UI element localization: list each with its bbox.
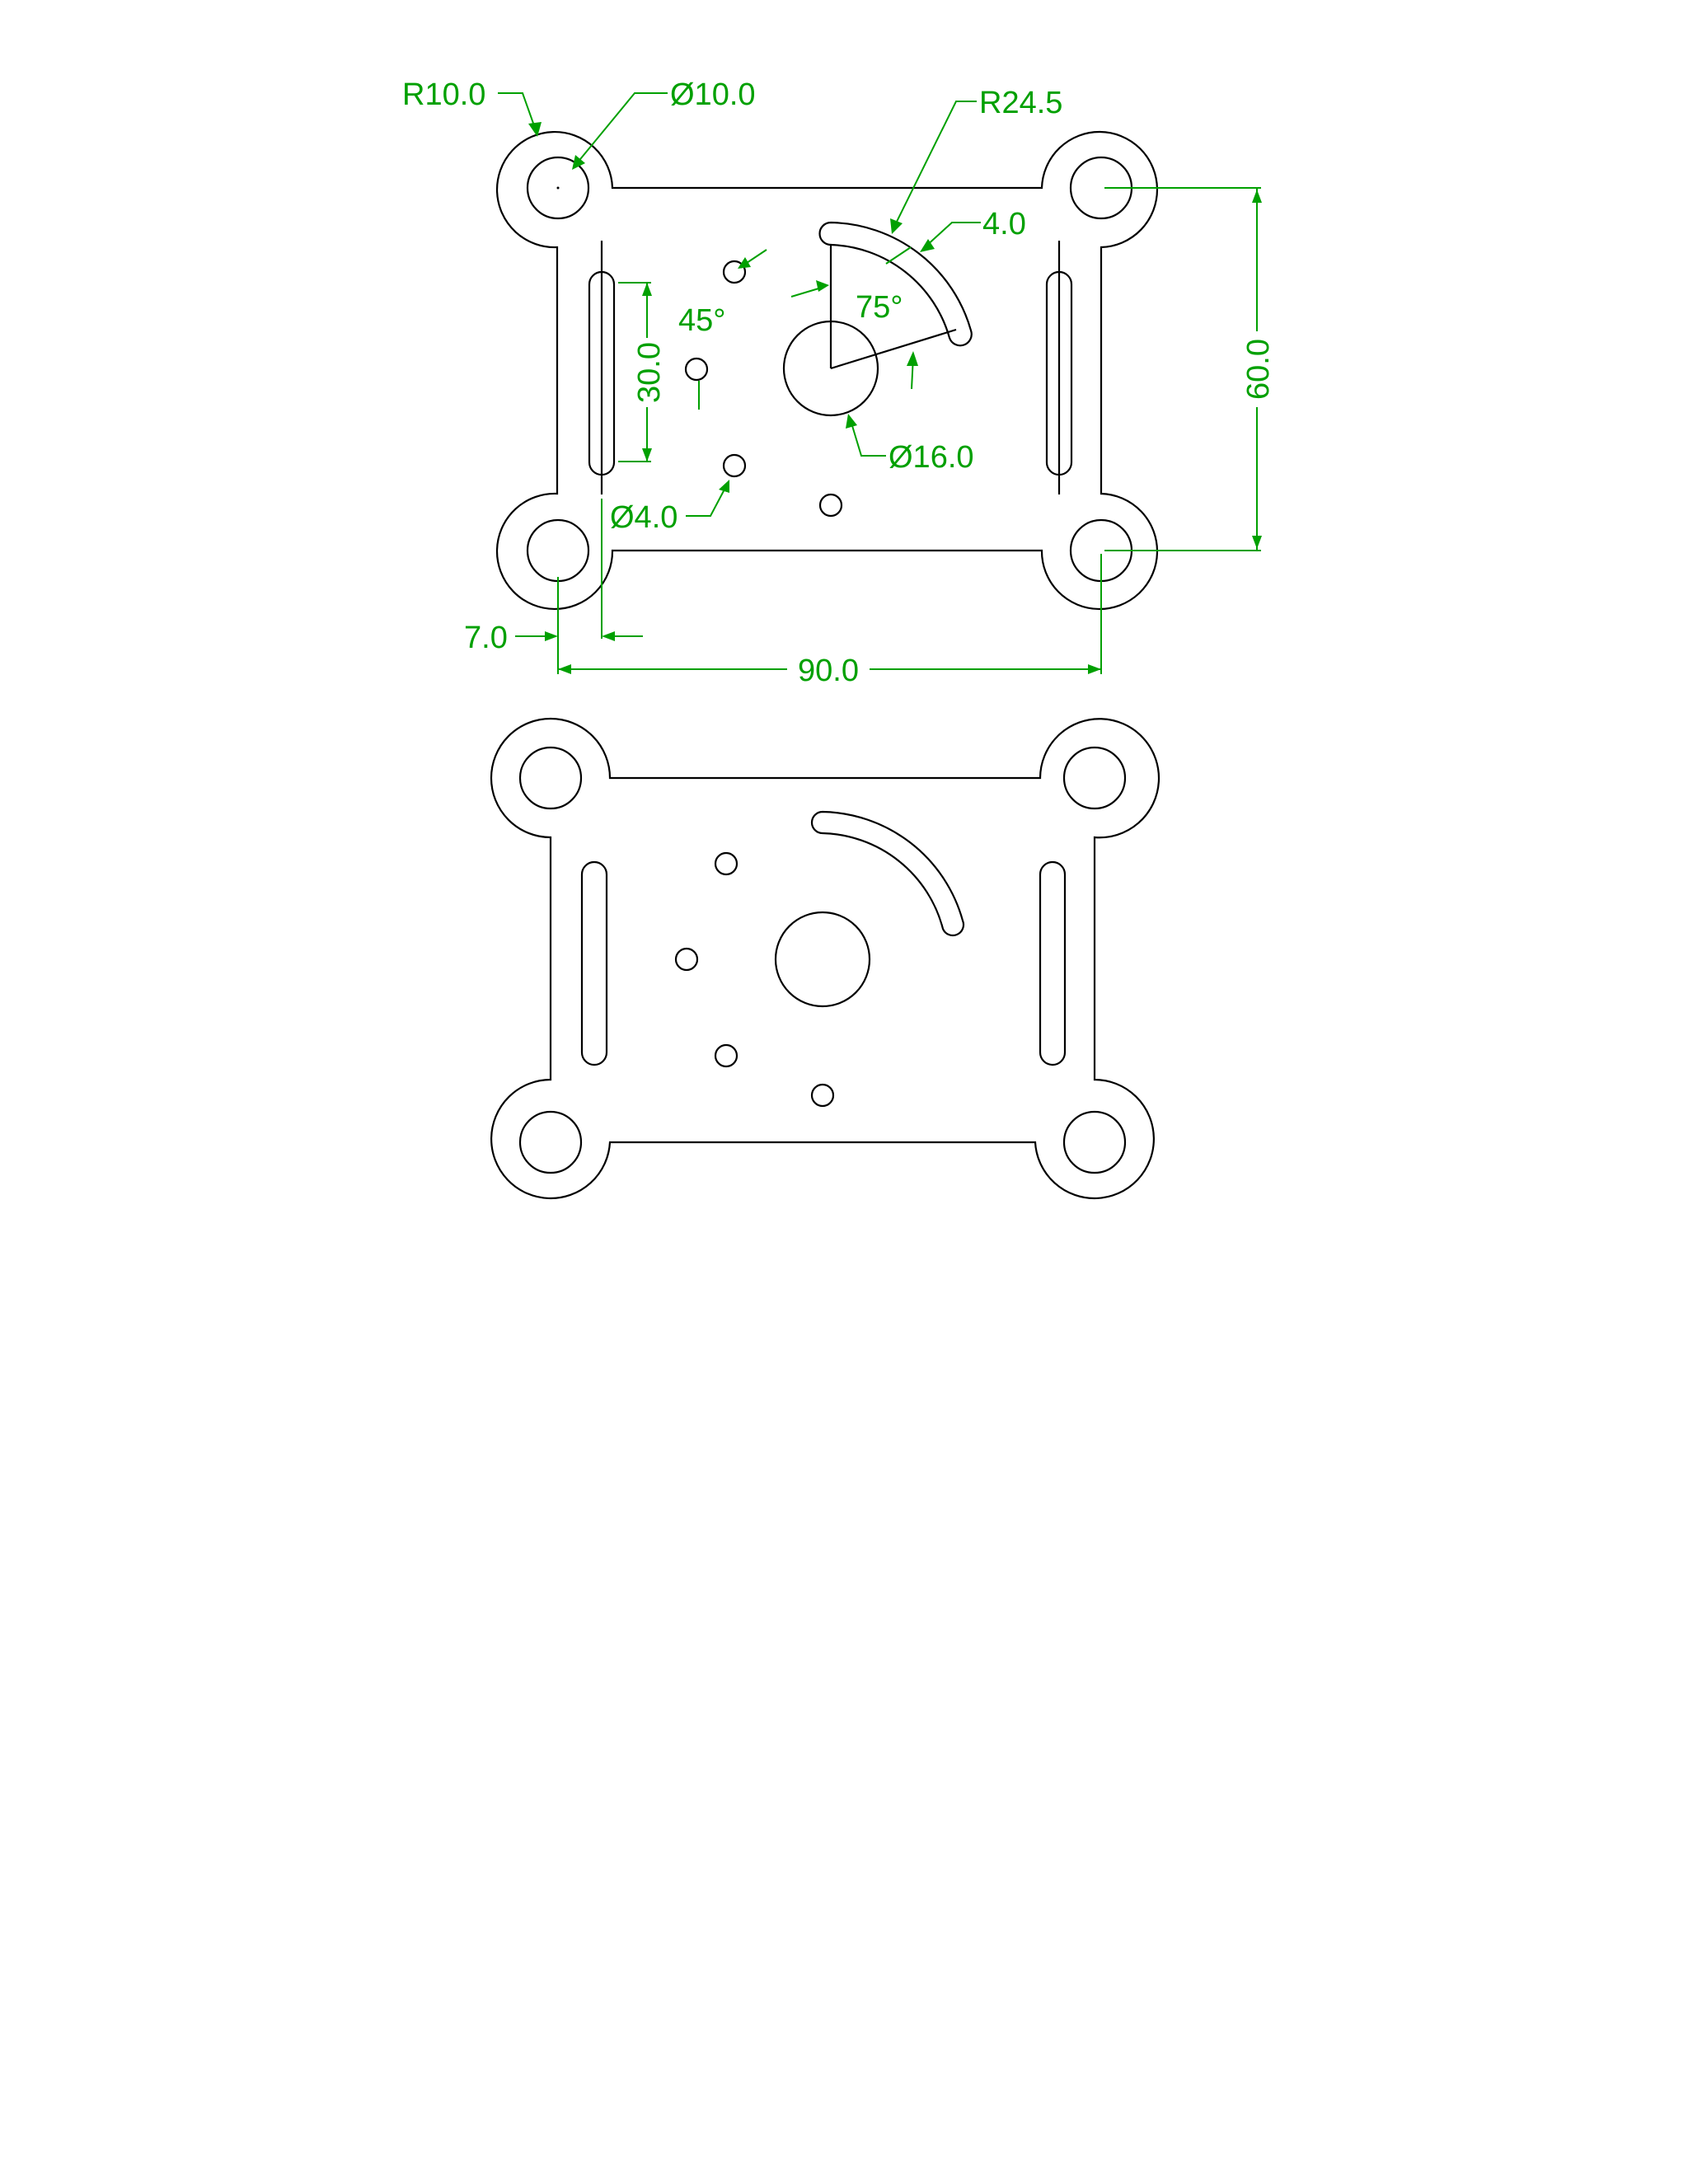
- small-hole: [818, 493, 843, 518]
- arc-angle-label: 75°: [856, 290, 903, 325]
- dimension-90: 90.0: [558, 554, 1102, 688]
- small-hole: [722, 260, 747, 284]
- slot-width-label: 4.0: [982, 207, 1026, 241]
- vertical-spacing-label: 60.0: [1241, 339, 1276, 400]
- dimension-4: 4.0: [920, 207, 1026, 252]
- plate-outline: [495, 130, 1159, 611]
- small-hole: [714, 1043, 738, 1068]
- dimension-d16: Ø16.0: [846, 414, 974, 475]
- dimension-7: 7.0: [464, 499, 643, 674]
- center-hole-dia-label: Ø16.0: [889, 440, 974, 475]
- small-hole: [722, 453, 747, 478]
- small-hole: [714, 851, 738, 876]
- center-hole: [774, 911, 871, 1008]
- slot-length-label: 30.0: [632, 342, 667, 403]
- arc-slot: [810, 810, 965, 937]
- slot-offset-label: 7.0: [464, 621, 508, 655]
- arc-radius-label: R24.5: [979, 86, 1062, 120]
- corner-hole-top-right: [1062, 746, 1127, 810]
- slot-left: [580, 860, 608, 1066]
- dimension-d4: Ø4.0: [610, 480, 729, 535]
- corner-hole-dia-label: Ø10.0: [670, 77, 756, 112]
- clean-view: [490, 717, 1160, 1200]
- corner-radius-label: R10.0: [402, 77, 485, 112]
- annotated-view: R10.0 Ø10.0 R24.5 4.0 75°: [402, 77, 1276, 688]
- slot-right: [1039, 860, 1067, 1066]
- dimension-75: 75°: [790, 246, 918, 390]
- dimension-45: 45°: [678, 249, 767, 410]
- small-hole: [684, 357, 709, 382]
- corner-hole-top-left: [518, 746, 583, 810]
- corner-hole-bottom-left: [518, 1110, 583, 1174]
- corner-hole-bottom-right: [1062, 1110, 1127, 1174]
- arc-slot: [818, 221, 973, 347]
- dimension-30: 30.0: [618, 282, 667, 462]
- small-hole: [674, 947, 699, 972]
- dimension-d10: Ø10.0: [572, 77, 756, 170]
- plate-outline: [490, 717, 1160, 1200]
- dimension-60: 60.0: [1104, 187, 1276, 551]
- small-hole-dia-label: Ø4.0: [610, 500, 678, 535]
- center-mark: [556, 186, 560, 190]
- corner-hole-top-left: [526, 156, 590, 220]
- dimension-r10: R10.0: [402, 77, 542, 137]
- horizontal-spacing-label: 90.0: [798, 654, 859, 688]
- corner-hole-bottom-left: [526, 518, 590, 583]
- sector-line: [830, 328, 957, 370]
- dimension-r24: R24.5: [890, 86, 1062, 234]
- small-hole: [810, 1083, 835, 1108]
- hole-angle-label: 45°: [678, 303, 725, 338]
